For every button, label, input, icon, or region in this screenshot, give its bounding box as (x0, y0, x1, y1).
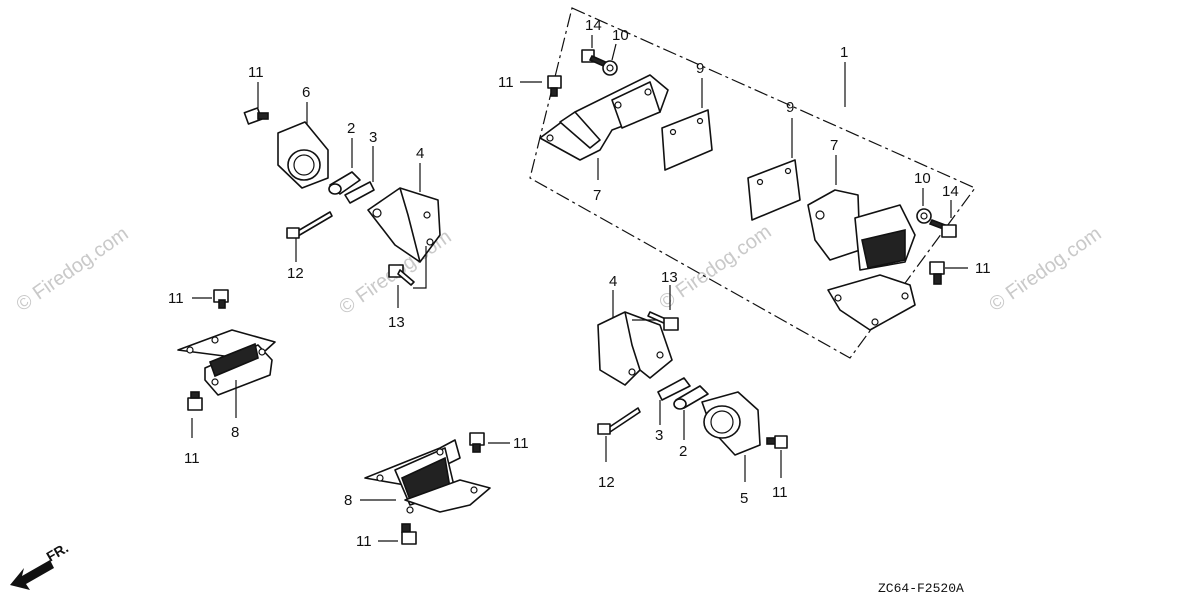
callout-9b: 9 (786, 99, 794, 116)
callout-4b: 4 (609, 273, 617, 290)
bolt-11-bottom-upper (469, 432, 510, 453)
bolt-12-upper (286, 211, 333, 262)
callout-14a: 14 (585, 17, 602, 34)
bolt-12-lower (597, 407, 641, 462)
bolt-11-upper-left (243, 82, 269, 125)
bolt-11-lower-mid (766, 435, 788, 478)
callout-3a: 3 (369, 129, 377, 146)
bolt-11-right (929, 261, 968, 285)
callout-13a: 13 (388, 314, 405, 331)
callout-11g: 11 (513, 435, 529, 452)
part-3-bushing-lower (657, 377, 691, 425)
callout-11c: 11 (184, 450, 200, 467)
callout-13b: 13 (661, 269, 678, 286)
callout-10a: 10 (612, 27, 629, 44)
callout-7b: 7 (830, 137, 838, 154)
callout-1: 1 (840, 44, 848, 61)
callout-12a: 12 (287, 265, 304, 282)
callout-12b: 12 (598, 474, 615, 491)
part-8-mount-bottom (360, 439, 491, 514)
watermark-mid: © Firedog.com (655, 221, 775, 314)
bolt-11-assembly-left (520, 75, 562, 97)
part-4-bracket-lower (597, 290, 673, 386)
callout-5: 5 (740, 490, 748, 507)
bolt-11-bottom-lower (378, 523, 417, 545)
callout-2a: 2 (347, 120, 355, 137)
assembly-boundary (529, 7, 976, 359)
front-direction-label: FR. (44, 539, 72, 564)
part-8-mount-left (177, 329, 276, 418)
callout-8a: 8 (231, 424, 239, 441)
bolt-14-upper (581, 35, 612, 70)
callout-11a: 11 (248, 64, 264, 81)
part-9-plate-right (747, 118, 801, 221)
callout-11f: 11 (772, 484, 788, 501)
watermark-right: © Firedog.com (985, 223, 1105, 316)
bolt-13-lower (647, 285, 679, 331)
front-direction-arrow-icon (10, 560, 54, 590)
callout-10b: 10 (914, 170, 931, 187)
callout-8b: 8 (344, 492, 352, 509)
part-7-bracket-upper (539, 74, 669, 180)
callout-11b: 11 (168, 290, 184, 307)
part-7-mount-right (807, 155, 916, 331)
callout-11d: 11 (498, 74, 514, 91)
bolt-11-mid-left (192, 289, 229, 309)
callout-7a: 7 (593, 187, 601, 204)
callout-6: 6 (302, 84, 310, 101)
bolt-14-right (928, 200, 957, 238)
callout-2b: 2 (679, 443, 687, 460)
part-2-collar-lower (673, 385, 709, 440)
callout-11e: 11 (975, 260, 991, 277)
part-9-plate-upper (661, 78, 713, 171)
part-2-collar (328, 138, 361, 195)
diagram-code: ZC64-F2520A (878, 581, 964, 596)
part-5-clamp (701, 391, 761, 482)
callout-9a: 9 (696, 60, 704, 77)
bolt-11-lower-left (187, 391, 203, 438)
part-6-clamp (277, 102, 329, 189)
callout-14b: 14 (942, 183, 959, 200)
part-4-bracket-upper (367, 163, 441, 263)
callout-3b: 3 (655, 427, 663, 444)
watermark-left: © Firedog.com (12, 223, 132, 316)
washer-10-right (916, 188, 932, 224)
washer-10-upper (602, 43, 618, 76)
bolt-13-upper (388, 246, 427, 308)
part-3-bushing (344, 146, 375, 204)
callout-4a: 4 (416, 145, 424, 162)
callout-11h: 11 (356, 533, 372, 550)
